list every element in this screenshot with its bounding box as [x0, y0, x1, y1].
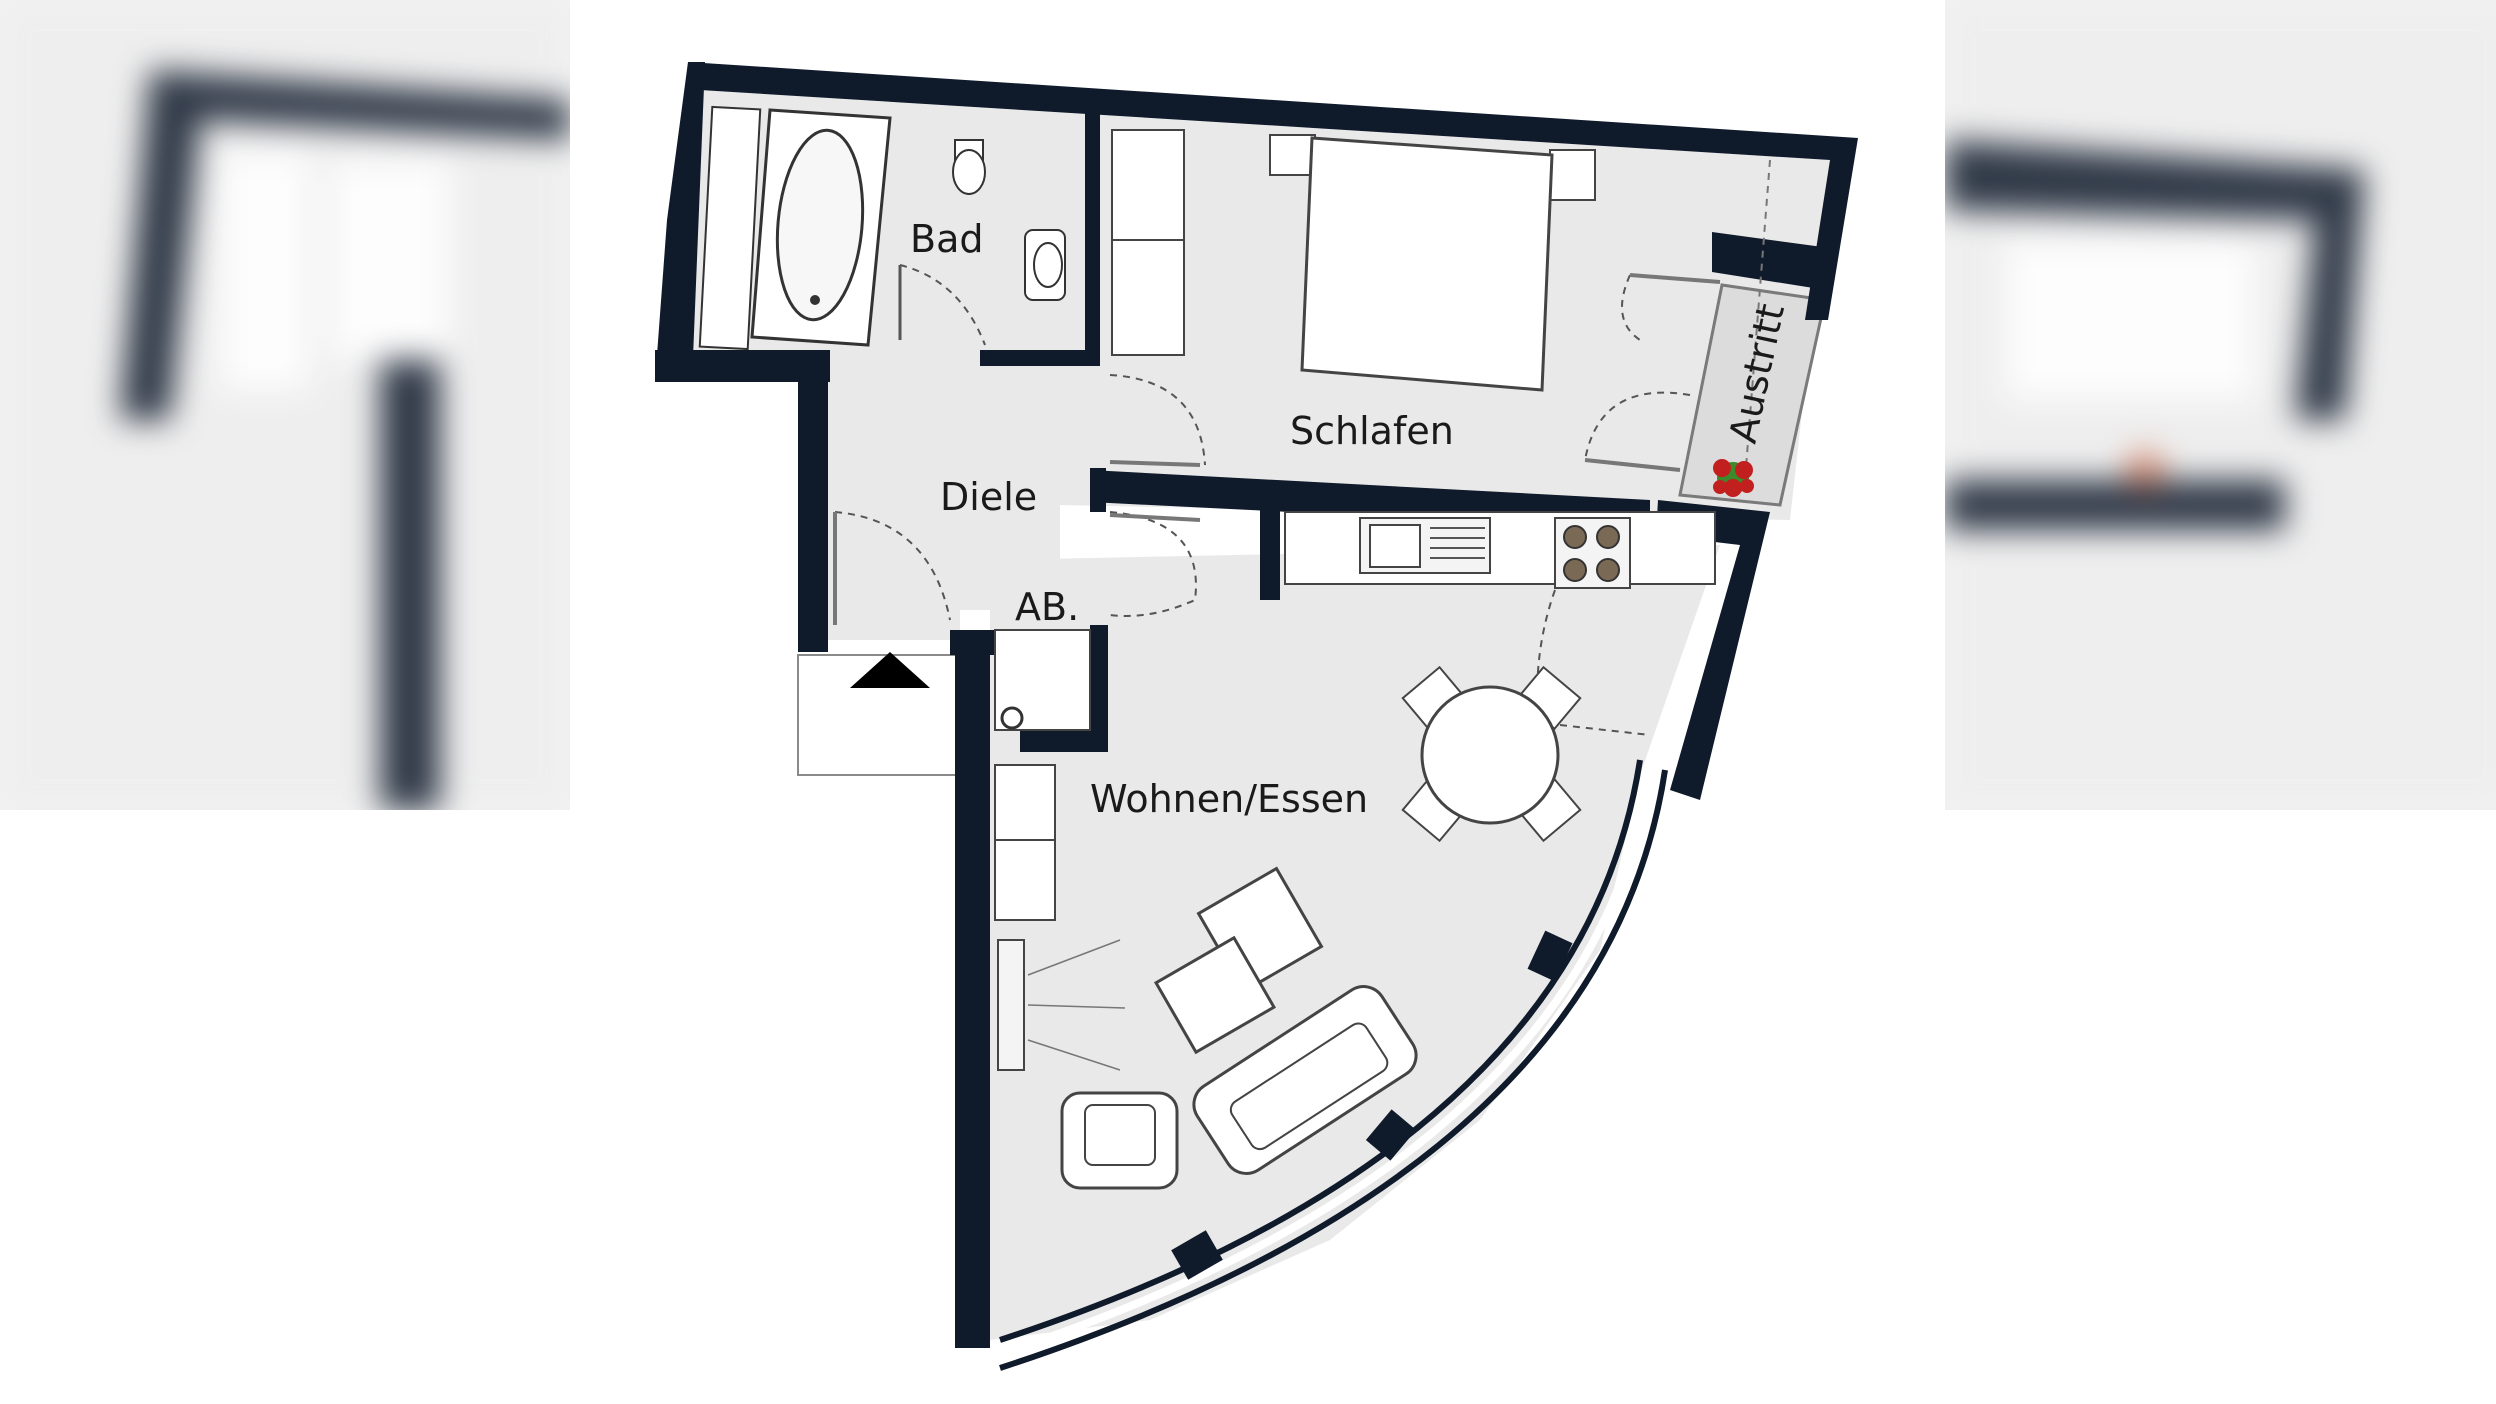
stove-icon: [1563, 525, 1620, 582]
toilet-icon: [952, 139, 986, 195]
curved-window-wall: [999, 759, 1643, 1343]
label-bad: Bad: [910, 217, 983, 261]
entrance-door-swing: [834, 511, 951, 621]
window-mullions: [1171, 930, 1573, 1280]
bath-closet: [698, 105, 762, 351]
label-wohnen-essen: Wohnen/Essen: [1090, 777, 1368, 821]
label-diele: Diele: [940, 475, 1037, 519]
sideboard: [994, 764, 1056, 921]
tv-icon: [997, 939, 1126, 1071]
dining-table: [1401, 665, 1582, 843]
flower-plant-icon: [1713, 459, 1754, 497]
coffee-table-2: [1153, 935, 1277, 1055]
shaft-icon: [1000, 706, 1024, 730]
bath-door-swing: [899, 264, 986, 346]
label-ab: AB.: [1015, 585, 1079, 629]
wardrobe: [1111, 129, 1185, 356]
label-schlafen: Schlafen: [1290, 409, 1454, 453]
walls: [655, 62, 1858, 1348]
double-bed: [1269, 134, 1596, 392]
armchair: [1060, 1091, 1179, 1190]
blurred-background-left: [0, 0, 570, 810]
sink-icon: [1024, 229, 1066, 301]
bathtub: [750, 108, 892, 347]
living-door-swing: [1109, 511, 1197, 617]
bedroom-door-swing: [1109, 374, 1206, 466]
sofa: [1192, 985, 1418, 1175]
entrance-arrow-icon: [850, 652, 930, 688]
blurred-background-right: [1945, 0, 2496, 810]
kitchen-counter: [1284, 511, 1716, 589]
